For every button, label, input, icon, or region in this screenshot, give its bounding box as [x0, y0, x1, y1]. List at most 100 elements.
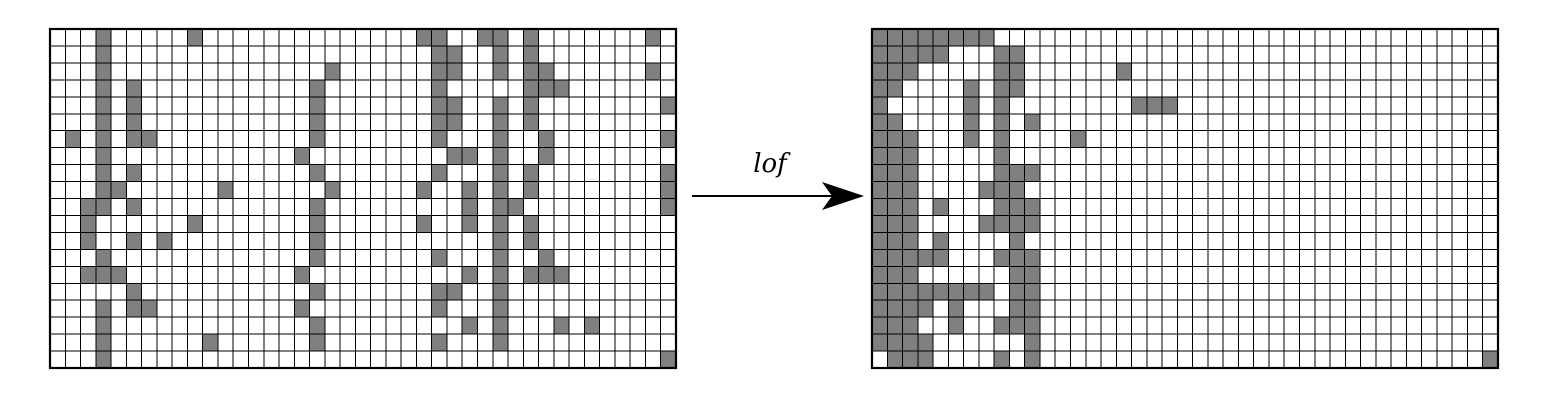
filled-cell	[187, 29, 203, 46]
filled-cell	[584, 317, 600, 335]
filled-cell	[95, 164, 112, 182]
filled-cell	[462, 181, 478, 199]
filled-cell	[887, 266, 903, 284]
filled-cell	[156, 232, 173, 250]
filled-cell	[872, 29, 888, 46]
filled-cell	[95, 334, 112, 352]
filled-cell	[1024, 283, 1040, 301]
filled-cell	[994, 96, 1010, 114]
filled-cell	[902, 334, 918, 352]
filled-cell	[462, 147, 478, 165]
filled-cell	[309, 113, 325, 131]
filled-cell	[887, 164, 903, 182]
filled-cell	[902, 62, 918, 80]
filled-cell	[477, 29, 493, 46]
filled-cell	[462, 215, 478, 233]
filled-cell	[872, 266, 888, 284]
filled-cell	[309, 317, 325, 335]
filled-cell	[538, 147, 554, 165]
filled-cell	[492, 96, 509, 114]
filled-cell	[1070, 130, 1086, 148]
filled-cell	[994, 62, 1010, 80]
filled-cell	[538, 249, 554, 267]
filled-cell	[95, 147, 112, 165]
filled-cell	[994, 79, 1010, 97]
filled-cell	[492, 181, 509, 199]
filled-cell	[872, 164, 888, 182]
filled-cell	[462, 317, 478, 335]
filled-cell	[492, 164, 509, 182]
filled-cell	[1146, 96, 1163, 114]
filled-cell	[126, 113, 142, 131]
filled-cell	[994, 45, 1010, 63]
filled-cell	[431, 300, 447, 318]
filled-cell	[538, 79, 554, 97]
filled-cell	[1009, 45, 1025, 63]
filled-cell	[492, 147, 509, 165]
filled-cell	[1009, 283, 1025, 301]
filled-cell	[1009, 215, 1025, 233]
filled-cell	[994, 181, 1010, 199]
filled-cell	[95, 130, 112, 148]
left-grid	[48, 27, 678, 370]
filled-cell	[492, 266, 509, 284]
filled-cell	[872, 130, 888, 148]
filled-cell	[994, 215, 1010, 233]
filled-cell	[902, 198, 918, 216]
filled-cell	[872, 96, 888, 114]
filled-cell	[963, 283, 979, 301]
filled-cell	[948, 300, 964, 318]
filled-cell	[872, 45, 888, 63]
filled-cell	[1116, 62, 1132, 80]
filled-cell	[887, 300, 903, 318]
filled-cell	[917, 45, 934, 63]
filled-cell	[994, 147, 1010, 165]
filled-cell	[660, 198, 676, 216]
filled-cell	[95, 351, 112, 368]
filled-cell	[872, 113, 888, 131]
filled-cell	[309, 96, 325, 114]
filled-cell	[538, 130, 554, 148]
filled-cell	[523, 232, 539, 250]
filled-cell	[660, 164, 676, 182]
filled-cell	[1024, 300, 1040, 318]
filled-cell	[872, 249, 888, 267]
filled-cell	[1009, 79, 1025, 97]
filled-cell	[309, 283, 325, 301]
filled-cell	[523, 181, 539, 199]
filled-cell	[523, 79, 539, 97]
filled-cell	[917, 29, 934, 46]
filled-cell	[492, 300, 509, 318]
filled-cell	[872, 198, 888, 216]
filled-cell	[523, 96, 539, 114]
filled-cell	[111, 181, 127, 199]
filled-cell	[902, 164, 918, 182]
filled-cell	[948, 283, 964, 301]
filled-cell	[902, 283, 918, 301]
filled-cell	[294, 300, 310, 318]
arrow-label: lof	[753, 149, 791, 179]
filled-cell	[126, 164, 142, 182]
filled-cell	[887, 147, 903, 165]
filled-cell	[1482, 351, 1498, 368]
filled-cell	[462, 198, 478, 216]
filled-cell	[446, 45, 463, 63]
filled-cell	[523, 266, 539, 284]
filled-cell	[416, 181, 432, 199]
filled-cell	[1009, 164, 1025, 182]
filled-cell	[963, 96, 979, 114]
filled-cell	[523, 215, 539, 233]
filled-cell	[994, 198, 1010, 216]
filled-cell	[95, 266, 112, 284]
filled-cell	[309, 79, 325, 97]
filled-cell	[309, 334, 325, 352]
filled-cell	[963, 113, 979, 131]
filled-cell	[1162, 96, 1178, 114]
filled-cell	[917, 351, 934, 368]
filled-cell	[1009, 266, 1025, 284]
filled-cell	[523, 62, 539, 80]
filled-cell	[202, 334, 218, 352]
filled-cell	[492, 249, 509, 267]
filled-cell	[887, 45, 903, 63]
filled-cell	[994, 130, 1010, 148]
